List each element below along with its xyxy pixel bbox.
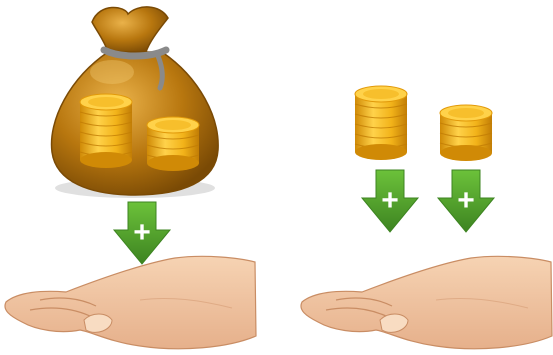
plus-symbol: +: [381, 184, 399, 217]
coin-stack-short-icon: [440, 105, 492, 161]
plus-arrow-icon: +: [114, 202, 170, 264]
right-group: + +: [301, 86, 552, 349]
coin-stack-tall-icon: [80, 94, 132, 168]
open-hand-icon: [301, 256, 552, 348]
left-group: +: [5, 7, 256, 349]
coin-stack-tall-icon: [355, 86, 407, 160]
plus-symbol: +: [133, 216, 151, 249]
plus-symbol: +: [457, 184, 475, 217]
plus-arrow-icon: +: [362, 170, 418, 232]
plus-arrow-icon: +: [438, 170, 494, 232]
coin-stack-short-icon: [147, 117, 199, 171]
money-bag-icon: [52, 7, 219, 198]
open-hand-icon: [5, 256, 256, 348]
